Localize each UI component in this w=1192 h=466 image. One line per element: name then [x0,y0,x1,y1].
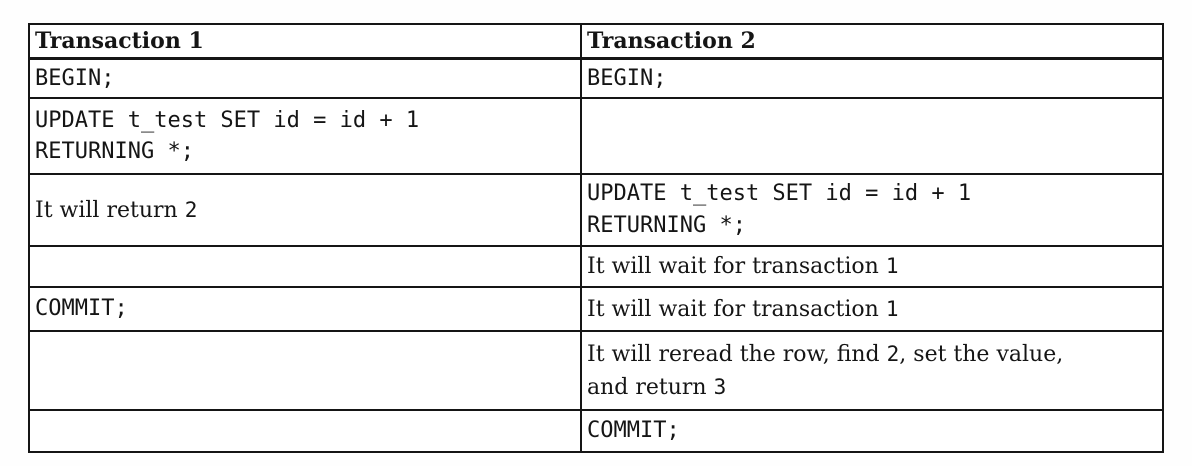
cell-transaction-1-code: COMMIT; [28,286,582,333]
cell-transaction-1-empty [28,330,582,412]
table-row: It will reread the row, find 2, set the … [28,330,1164,412]
cell-transaction-2-prose: It will wait for transaction 1 [580,286,1164,333]
cell-transaction-1-code: BEGIN; [28,56,582,100]
header-row: Transaction 1 Transaction 2 [28,23,1164,60]
numeric-value: 2 [184,197,198,222]
cell-transaction-2-prose: It will wait for transaction 1 [580,245,1164,289]
cell-transaction-2-code: UPDATE t_test SET id = id + 1 RETURNING … [580,173,1164,248]
cell-transaction-2-prose: It will reread the row, find 2, set the … [580,330,1164,412]
cell-transaction-1-empty [28,245,582,289]
table-row: BEGIN;BEGIN; [28,56,1164,100]
header-transaction-1: Transaction 1 [28,23,582,60]
numeric-value: 1 [885,254,899,279]
numeric-value: 1 [885,296,899,321]
cell-transaction-2-code: COMMIT; [580,409,1164,454]
numeric-value: 3 [713,374,727,399]
header-transaction-2: Transaction 2 [580,23,1164,60]
table-header: Transaction 1 Transaction 2 [28,23,1164,60]
cell-transaction-1-empty [28,409,582,454]
cell-transaction-1-prose: It will return 2 [28,173,582,248]
table-row: COMMIT; [28,409,1164,454]
table-row: It will wait for transaction 1 [28,245,1164,289]
cell-transaction-2-empty [580,97,1164,176]
numeric-value: 2 [886,341,900,366]
table-row: COMMIT;It will wait for transaction 1 [28,286,1164,333]
transactions-comparison-table: Transaction 1 Transaction 2 BEGIN;BEGIN;… [28,23,1164,454]
table-body: BEGIN;BEGIN;UPDATE t_test SET id = id + … [28,56,1164,454]
table-row: UPDATE t_test SET id = id + 1 RETURNING … [28,97,1164,176]
cell-transaction-1-code: UPDATE t_test SET id = id + 1 RETURNING … [28,97,582,176]
cell-transaction-2-code: BEGIN; [580,56,1164,100]
